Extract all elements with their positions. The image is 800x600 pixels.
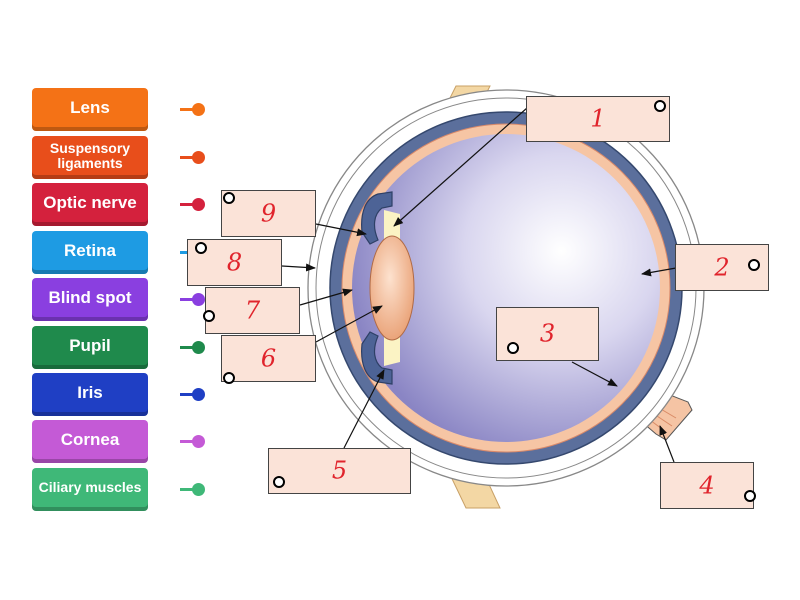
connector-handle[interactable] [192, 198, 205, 211]
box-pin[interactable] [223, 372, 235, 384]
draggable-cornea[interactable]: Cornea [32, 420, 205, 463]
vitreous-body [352, 134, 660, 442]
box-number: 1 [590, 104, 606, 133]
connector-line [180, 156, 194, 159]
iris-upper [361, 191, 393, 245]
box-number: 5 [331, 456, 348, 485]
box-number: 4 [699, 470, 715, 499]
connector-line [180, 108, 194, 111]
drop-box-9[interactable]: 9 [221, 190, 316, 237]
box-number: 7 [244, 295, 261, 324]
connector-line [180, 298, 194, 301]
box-pin[interactable] [507, 342, 519, 354]
drop-box-5[interactable]: 5 [268, 448, 411, 494]
connector-handle[interactable] [192, 435, 205, 448]
draggable-retina[interactable]: Retina [32, 231, 205, 274]
connector-line [180, 488, 194, 491]
box-number: 3 [539, 319, 556, 348]
drop-box-2[interactable]: 2 [675, 244, 769, 291]
arrow-3 [571, 361, 618, 387]
box-pin[interactable] [744, 490, 756, 502]
connector-line [180, 393, 194, 396]
box-pin[interactable] [195, 242, 207, 254]
drop-box-3[interactable]: 3 [496, 307, 599, 361]
box-number: 8 [226, 247, 243, 276]
draggable-label: Ciliary muscles [38, 479, 142, 496]
arrow-1 [393, 107, 528, 227]
draggable-lens[interactable]: Lens [32, 88, 205, 131]
draggable-pupil[interactable]: Pupil [32, 326, 205, 369]
drop-box-8[interactable]: 8 [187, 239, 282, 286]
connector-handle[interactable] [192, 483, 205, 496]
box-number: 6 [260, 343, 277, 372]
draggable-iris[interactable]: Iris [32, 373, 205, 416]
box-pin[interactable] [203, 310, 215, 322]
arrow-7 [299, 288, 353, 306]
draggable-label: Optic nerve [43, 192, 137, 212]
arrow-2 [641, 267, 677, 277]
box-pin[interactable] [654, 100, 666, 112]
draggable-label: Lens [70, 97, 110, 117]
connector-line [180, 440, 194, 443]
draggable-label: Pupil [69, 335, 111, 355]
draggable-label: Cornea [60, 429, 120, 449]
draggable-label: Blind spot [48, 287, 132, 307]
box-number: 2 [714, 252, 730, 281]
drop-box-1[interactable]: 1 [526, 96, 670, 142]
draggable-label: Retina [64, 240, 116, 260]
draggable-label: Suspensory ligaments [49, 139, 131, 171]
connector-handle[interactable] [192, 103, 205, 116]
connector-handle[interactable] [192, 151, 205, 164]
draggable-ciliary-muscles[interactable]: Ciliary muscles [32, 468, 205, 511]
draggable-suspensory-ligaments[interactable]: Suspensory ligaments [32, 136, 205, 179]
arrow-9 [315, 223, 367, 237]
connector-handle[interactable] [192, 293, 205, 306]
drop-box-6[interactable]: 6 [221, 335, 316, 384]
connector-handle[interactable] [192, 388, 205, 401]
lens [369, 235, 415, 341]
arrow-5 [343, 369, 385, 449]
draggable-blind-spot[interactable]: Blind spot [32, 278, 205, 321]
connector-handle[interactable] [192, 341, 205, 354]
draggable-label: Iris [77, 382, 103, 402]
pointer-arrows [281, 107, 677, 463]
arrow-6 [315, 305, 383, 343]
drop-box-7[interactable]: 7 [203, 287, 300, 334]
arrow-8 [281, 263, 316, 272]
box-pin[interactable] [223, 192, 235, 204]
box-pin[interactable] [273, 476, 285, 488]
draggable-optic-nerve[interactable]: Optic nerve [32, 183, 205, 226]
arrow-4 [659, 425, 675, 463]
connector-line [180, 346, 194, 349]
box-pin[interactable] [748, 259, 760, 271]
box-number: 9 [260, 198, 277, 227]
drop-box-4[interactable]: 4 [660, 462, 756, 509]
connector-line [180, 203, 194, 206]
